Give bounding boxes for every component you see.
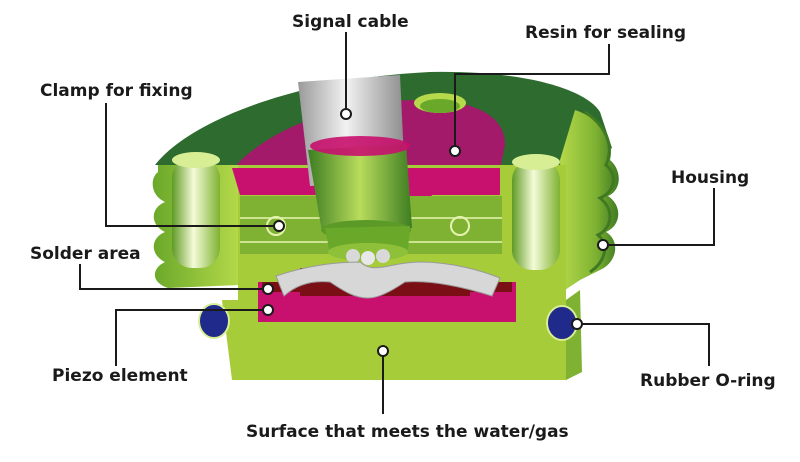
solder-plate [275,261,501,299]
signal-cable-shape [298,75,412,265]
housing-right-side [560,110,619,290]
label-rubber-o-ring: Rubber O-ring [640,371,776,391]
housing-base [222,300,566,380]
o-ring-left [198,303,230,339]
label-resin-for-sealing: Resin for sealing [525,23,686,43]
clamp-post-right [512,160,560,270]
clamp-post-left [172,158,220,268]
label-clamp-for-fixing: Clamp for fixing [40,81,193,101]
label-housing: Housing [671,168,749,188]
label-signal-cable: Signal cable [292,12,409,32]
label-piezo-element: Piezo element [52,366,188,386]
callouts: Signal cable Resin for sealing Clamp for… [30,12,776,442]
label-surface: Surface that meets the water/gas [246,422,569,442]
label-solder-area: Solder area [30,244,141,264]
